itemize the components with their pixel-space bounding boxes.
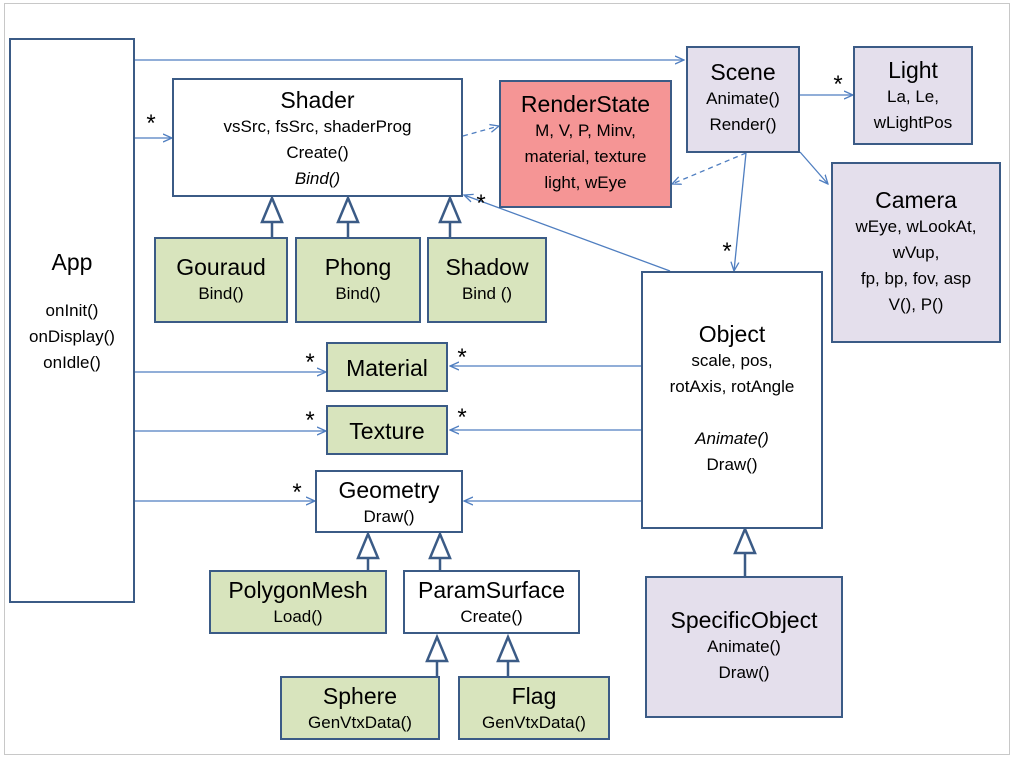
paramsurface-class-box: ParamSurface Create() [403, 570, 580, 634]
renderstate-attributes: M, V, P, Minv, [535, 121, 636, 140]
renderstate-attributes: light, wEye [544, 173, 627, 192]
phong-inheritance-arrow [336, 194, 360, 224]
light-title: Light [888, 57, 938, 83]
camera-methods: V(), P() [888, 295, 944, 314]
texture-title: Texture [349, 418, 425, 444]
scene-to-object-line [734, 152, 747, 271]
gouraud-class-box: Gouraud Bind() [154, 237, 288, 323]
sphere-method: GenVtxData() [308, 713, 412, 732]
object-method: Draw() [706, 455, 758, 474]
object-attributes: rotAxis, rotAngle [669, 377, 795, 396]
app-method: onInit() [45, 301, 99, 320]
shader-attributes: vsSrc, fsSrc, shaderProg [223, 117, 412, 136]
app-method: onIdle() [43, 353, 101, 372]
material-class-box: Material [326, 342, 448, 392]
gouraud-title: Gouraud [176, 254, 266, 280]
sphere-inheritance-arrow [425, 633, 449, 663]
shadow-title: Shadow [445, 254, 529, 280]
specificobject-method: Draw() [718, 663, 770, 682]
camera-attributes: wVup, [892, 243, 940, 262]
shadow-class-box: Shadow Bind () [427, 237, 547, 323]
object-to-shader-line [464, 195, 671, 272]
multiplicity-star: * [305, 407, 315, 434]
flag-title: Flag [511, 683, 557, 709]
specificobject-class-box: SpecificObject Animate() Draw() [645, 576, 843, 718]
polygonmesh-method: Load() [273, 607, 323, 626]
multiplicity-star: * [476, 190, 486, 217]
gouraud-inheritance-arrow [260, 194, 284, 224]
specificobject-inheritance-arrow [733, 525, 757, 555]
multiplicity-star: * [146, 110, 156, 137]
object-class-box: Object scale, pos, rotAxis, rotAngle Ani… [641, 271, 823, 529]
scene-method: Render() [709, 115, 777, 134]
camera-attributes: fp, bp, fov, asp [860, 269, 972, 288]
polygonmesh-class-box: PolygonMesh Load() [209, 570, 387, 634]
polygonmesh-title: PolygonMesh [228, 577, 368, 603]
paramsurface-title: ParamSurface [417, 577, 565, 603]
app-class-box: App onInit() onDisplay() onIdle() [9, 38, 135, 603]
slide-frame [4, 3, 1010, 755]
geometry-method: Draw() [363, 507, 415, 526]
material-title: Material [346, 355, 428, 381]
object-attributes: scale, pos, [691, 351, 773, 370]
shader-title: Shader [280, 87, 355, 113]
shader-method: Create() [286, 143, 349, 162]
object-title: Object [698, 321, 766, 347]
camera-class-box: Camera wEye, wLookAt, wVup, fp, bp, fov,… [831, 162, 1001, 343]
multiplicity-star: * [457, 404, 467, 431]
scene-method: Animate() [706, 89, 780, 108]
multiplicity-star: * [722, 238, 732, 265]
camera-attributes: wEye, wLookAt, [855, 217, 977, 236]
multiplicity-star: * [833, 71, 843, 98]
shader-class-box: Shader vsSrc, fsSrc, shaderProg Create()… [172, 78, 463, 197]
flag-inheritance-arrow [496, 633, 520, 663]
sphere-title: Sphere [322, 683, 398, 709]
scene-class-box: Scene Animate() Render() [686, 46, 800, 153]
geometry-class-box: Geometry Draw() [315, 470, 463, 533]
flag-class-box: Flag GenVtxData() [458, 676, 610, 740]
renderstate-class-box: RenderState M, V, P, Minv, material, tex… [499, 80, 672, 208]
renderstate-title: RenderState [520, 91, 651, 117]
object-spacer [643, 400, 821, 426]
light-attributes: La, Le, [887, 87, 939, 106]
phong-class-box: Phong Bind() [295, 237, 421, 323]
specificobject-title: SpecificObject [670, 607, 818, 633]
gouraud-method: Bind() [198, 284, 244, 303]
texture-class-box: Texture [326, 405, 448, 455]
app-title: App [51, 249, 93, 275]
flag-method: GenVtxData() [482, 713, 586, 732]
scene-to-camera-line [799, 151, 828, 184]
shadow-method: Bind () [461, 284, 513, 303]
light-attributes: wLightPos [873, 113, 953, 132]
multiplicity-star: * [457, 344, 467, 371]
shader-to-renderstate-line [462, 126, 499, 137]
light-class-box: Light La, Le, wLightPos [853, 46, 973, 145]
polygonmesh-inheritance-arrow [356, 530, 380, 560]
paramsurface-inheritance-arrow [428, 530, 452, 560]
scene-title: Scene [710, 59, 776, 85]
paramsurface-method: Create() [460, 607, 523, 626]
sphere-class-box: Sphere GenVtxData() [280, 676, 440, 740]
object-method: Animate() [695, 429, 769, 448]
scene-to-renderstate-line [672, 152, 747, 184]
multiplicity-star: * [305, 349, 315, 376]
phong-title: Phong [324, 254, 392, 280]
geometry-title: Geometry [338, 477, 440, 503]
app-method: onDisplay() [29, 327, 115, 346]
phong-method: Bind() [335, 284, 381, 303]
renderstate-attributes: material, texture [524, 147, 647, 166]
camera-title: Camera [875, 187, 957, 213]
shadow-inheritance-arrow [438, 194, 462, 224]
specificobject-method: Animate() [707, 637, 781, 656]
shader-method: Bind() [294, 169, 341, 188]
multiplicity-star: * [292, 479, 302, 506]
